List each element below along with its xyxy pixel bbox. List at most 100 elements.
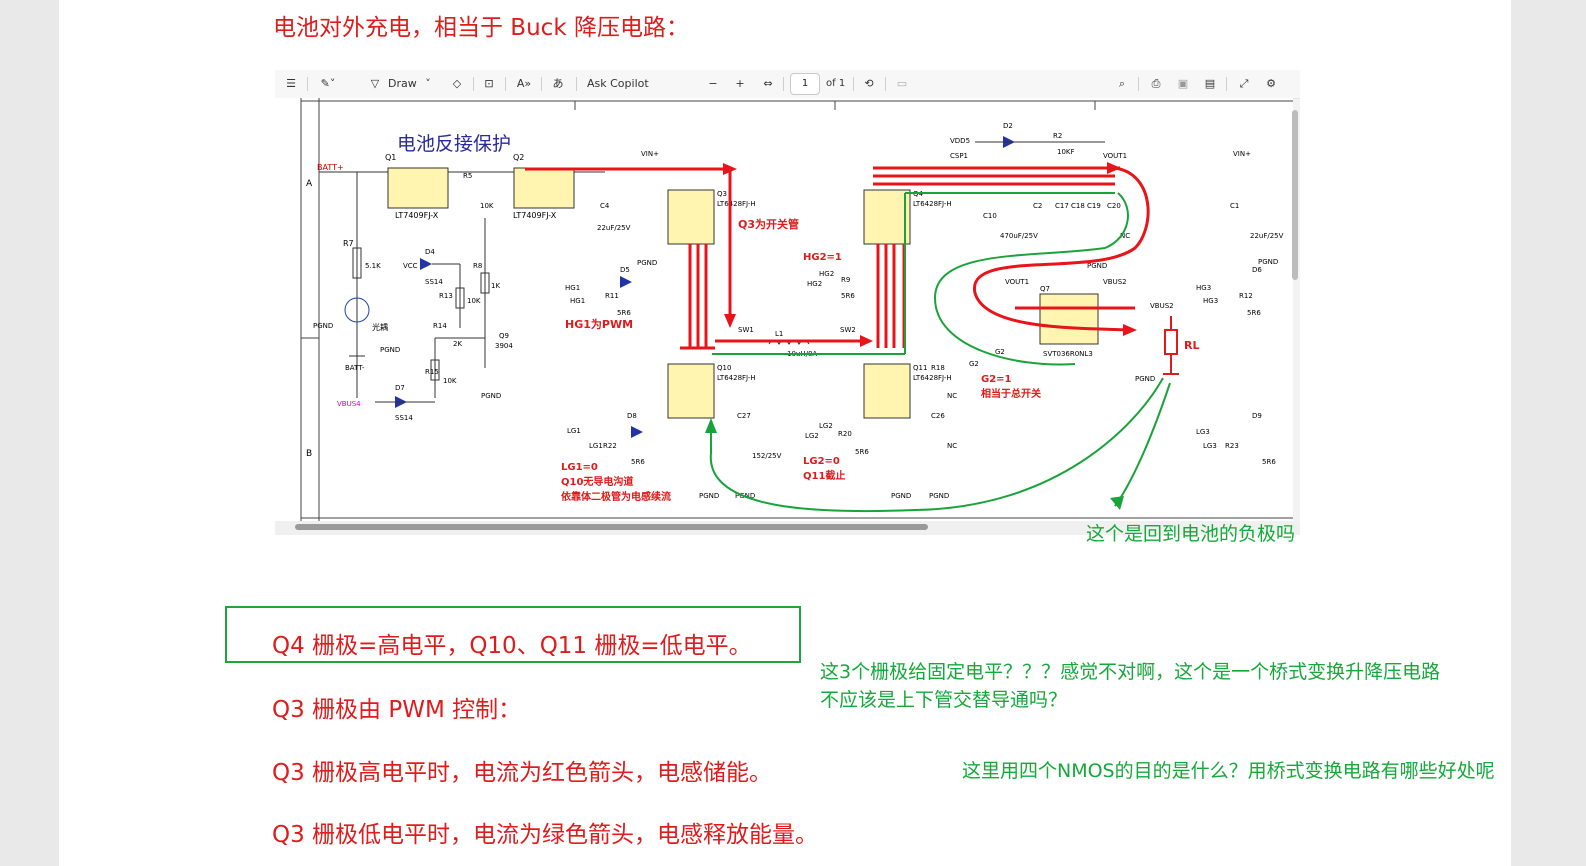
nmos-question: 这里用四个NMOS的目的是什么？用桥式变换电路有哪些好处呢 bbox=[962, 760, 1495, 782]
q11-label: Q11 bbox=[913, 364, 927, 372]
annotation-lg2: LG2=0 bbox=[803, 456, 840, 467]
vbus2-label: VBUS2 bbox=[1103, 278, 1127, 286]
fullscreen-icon[interactable]: ⤢ bbox=[1239, 77, 1249, 90]
r22-label: R22 bbox=[603, 442, 617, 450]
draw-button[interactable]: Draw bbox=[388, 77, 417, 90]
q4-chip bbox=[863, 189, 911, 245]
annotation-q10-b: 依靠体二极管为电感续流 bbox=[561, 490, 671, 503]
chevron-down-icon[interactable]: ˅ bbox=[425, 77, 431, 90]
doc-line-low: Q3 栅极低电平时，电流为绿色箭头，电感释放能量。 bbox=[272, 822, 819, 848]
c27-value: 152/25V bbox=[752, 452, 782, 460]
vbus4-label: VBUS4 bbox=[337, 400, 361, 408]
r14-value: 2K bbox=[453, 340, 462, 348]
lg3-label-b: LG3 bbox=[1203, 442, 1217, 450]
pgnd-q7-label: PGND bbox=[1135, 375, 1155, 383]
d6-label: D6 bbox=[1252, 266, 1262, 274]
rotate-icon[interactable]: ⟲ bbox=[864, 77, 874, 90]
highlight-box bbox=[225, 606, 801, 663]
read-aloud-icon[interactable]: A» bbox=[516, 77, 532, 90]
annotation-g2-b: 相当于总开关 bbox=[981, 387, 1041, 400]
vin-plus-right-label: VIN+ bbox=[1233, 150, 1251, 158]
hg1-label-a: HG1 bbox=[565, 284, 580, 292]
q1-label: Q1 bbox=[385, 153, 396, 162]
hg2-label-a: HG2 bbox=[819, 270, 834, 278]
sw1-label: SW1 bbox=[738, 326, 754, 334]
r8-label: R8 bbox=[473, 262, 482, 270]
text-box-icon[interactable]: ⊡ bbox=[484, 77, 494, 90]
q11-chip bbox=[863, 363, 911, 419]
page-number-input[interactable]: 1 bbox=[790, 73, 820, 95]
r20-label: R20 bbox=[838, 430, 852, 438]
q1-part: LT7409FJ-X bbox=[395, 211, 439, 220]
d7-part: SS14 bbox=[395, 414, 413, 422]
r11-value: 5R6 bbox=[617, 309, 631, 317]
r15-label: R15 bbox=[425, 368, 439, 376]
r5-label: R5 bbox=[463, 172, 472, 180]
c4-value: 22uF/25V bbox=[597, 224, 631, 232]
row-marker-b: B bbox=[306, 449, 312, 459]
r23-label: R23 bbox=[1225, 442, 1239, 450]
page-total: of 1 bbox=[826, 78, 846, 89]
c10-value: 470uF/25V bbox=[1000, 232, 1038, 240]
r18-nc: NC bbox=[947, 392, 957, 400]
r7-label: R7 bbox=[343, 239, 354, 248]
q3-label: Q3 bbox=[717, 190, 727, 198]
r13-value: 10K bbox=[467, 297, 481, 305]
d2-label: D2 bbox=[1003, 122, 1013, 130]
lg2-label-a: LG2 bbox=[819, 422, 833, 430]
gear-icon[interactable]: ⚙ bbox=[1266, 77, 1276, 90]
eraser-icon[interactable]: ◇ bbox=[452, 77, 462, 90]
draw-icon[interactable]: ▽ bbox=[370, 77, 380, 90]
pgnd-c4-label: PGND bbox=[637, 259, 657, 267]
c19-label: C19 bbox=[1087, 202, 1101, 210]
q2-part: LT7409FJ-X bbox=[513, 211, 557, 220]
hg3-label-b: HG3 bbox=[1203, 297, 1218, 305]
batt-plus-label: BATT+ bbox=[317, 163, 344, 172]
search-icon[interactable]: ⌕ bbox=[1118, 77, 1126, 90]
doc-line-gate-levels: Q4 栅极=高电平，Q10、Q11 栅极=低电平。 bbox=[272, 633, 752, 659]
r9-label: R9 bbox=[841, 276, 850, 284]
pgnd-q11-label: PGND bbox=[891, 492, 911, 500]
page-view-icon[interactable]: ▭ bbox=[896, 77, 908, 90]
c18-label: C18 bbox=[1071, 202, 1085, 210]
csp1-label: CSP1 bbox=[950, 152, 968, 160]
zoom-in-button[interactable]: + bbox=[735, 77, 745, 90]
zoom-out-button[interactable]: − bbox=[708, 77, 718, 90]
pgnd-q9-label: PGND bbox=[481, 392, 501, 400]
r14-label: R14 bbox=[433, 322, 447, 330]
lg3-label-a: LG3 bbox=[1196, 428, 1210, 436]
contents-icon[interactable]: ☰ bbox=[286, 77, 296, 90]
hg3-label-a: HG3 bbox=[1196, 284, 1211, 292]
ask-copilot-button[interactable]: Ask Copilot bbox=[587, 77, 649, 90]
c20-label: C20 bbox=[1107, 202, 1121, 210]
fit-page-icon[interactable]: ⇔ bbox=[763, 77, 773, 90]
r11-label: R11 bbox=[605, 292, 619, 300]
translate-icon[interactable]: あ bbox=[552, 77, 564, 90]
pgnd-left-label: PGND bbox=[313, 322, 333, 330]
q7-label: Q7 bbox=[1040, 285, 1050, 293]
r12-value: 5R6 bbox=[1247, 309, 1261, 317]
optocoupler-label: 光耦 bbox=[372, 322, 388, 332]
pgnd-opto-label: PGND bbox=[380, 346, 400, 354]
vertical-scrollbar[interactable] bbox=[1292, 110, 1298, 280]
r13-label: R13 bbox=[439, 292, 453, 300]
highlight-icon[interactable]: ✎˅ bbox=[320, 77, 336, 90]
q2-label: Q2 bbox=[513, 153, 524, 162]
q11-part: LT6428FJ-H bbox=[913, 374, 952, 382]
c1-label: C1 bbox=[1230, 202, 1239, 210]
rl-label: RL bbox=[1184, 339, 1199, 352]
save-as-icon[interactable]: ▤ bbox=[1204, 77, 1216, 90]
q4-part: LT6428FJ-H bbox=[913, 200, 952, 208]
save-icon[interactable]: ▣ bbox=[1177, 77, 1189, 90]
print-icon[interactable]: ⎙ bbox=[1151, 77, 1161, 90]
d5-label: D5 bbox=[620, 266, 630, 274]
c1-value: 22uF/25V bbox=[1250, 232, 1284, 240]
document-heading: 电池对外充电，相当于 Buck 降压电路： bbox=[273, 15, 689, 41]
annotation-hg1: HG1为PWM bbox=[565, 317, 633, 331]
c26-nc: NC bbox=[947, 442, 957, 450]
batt-minus-label: BATT- bbox=[345, 364, 365, 372]
r5-value: 10K bbox=[480, 202, 494, 210]
d5-diode bbox=[620, 276, 632, 288]
horizontal-scrollbar[interactable] bbox=[295, 524, 928, 530]
q9-part: 3904 bbox=[495, 342, 513, 350]
